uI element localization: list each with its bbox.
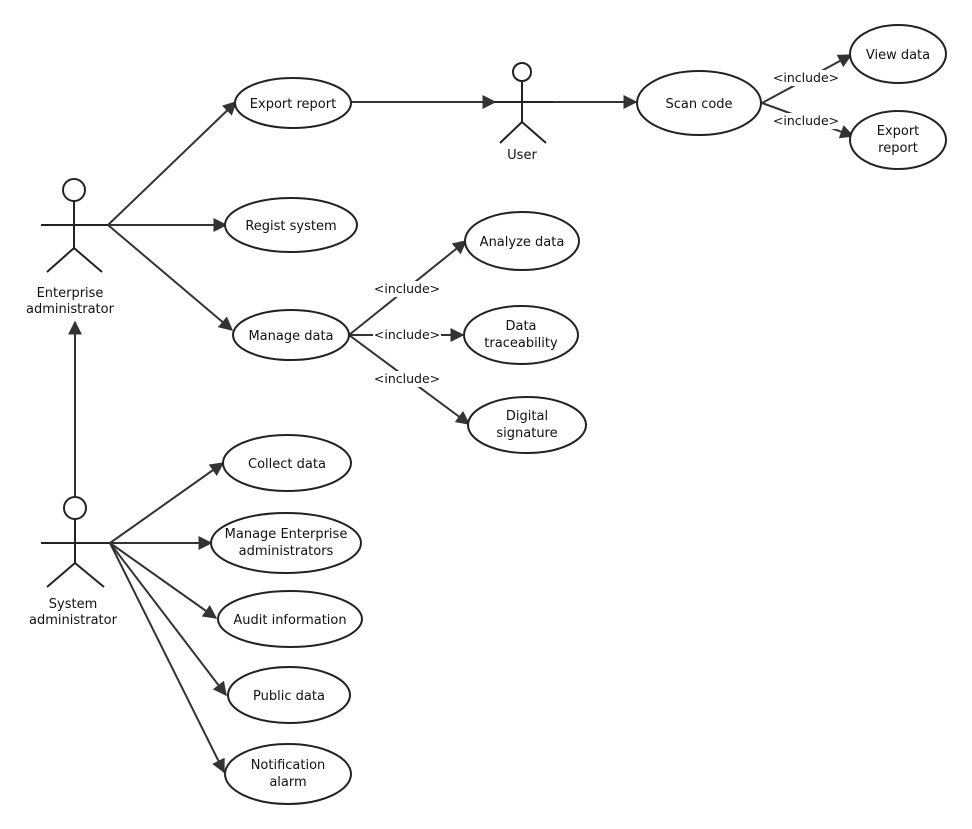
- use-case-manage-data[interactable]: Manage data: [232, 309, 350, 361]
- include-label-traceability: <include>: [374, 327, 440, 342]
- include-label-analyze: <include>: [374, 281, 440, 296]
- edge-system-to-notification: [109, 542, 225, 774]
- include-labels: <include> <include> <include> <include> …: [373, 70, 840, 387]
- edge-enterprise-to-manage-data: [107, 224, 234, 331]
- use-case-label: Scan code: [665, 97, 732, 112]
- actor-label-line1: System: [49, 597, 97, 612]
- actor-label-line1: Enterprise: [37, 286, 104, 301]
- use-case-label: View data: [866, 48, 930, 63]
- use-case-label-line1: Manage Enterprise: [225, 527, 348, 542]
- use-case-analyze-data[interactable]: Analyze data: [464, 211, 580, 271]
- use-case-label: Analyze data: [480, 235, 565, 250]
- edge-system-to-public-data: [109, 542, 227, 697]
- actor-label: User: [507, 148, 537, 163]
- use-case-manage-enterprise-admins[interactable]: Manage Enterprise administrators: [210, 512, 362, 574]
- use-case-export-report-user[interactable]: Export report: [849, 110, 947, 170]
- use-case-label-line2: administrators: [239, 544, 334, 559]
- actor-system-administrator[interactable]: System administrator: [29, 496, 118, 628]
- include-label-view-data: <include>: [773, 70, 839, 85]
- use-case-export-report[interactable]: Export report: [234, 77, 352, 129]
- include-label-signature: <include>: [374, 371, 440, 386]
- edges: [68, 54, 855, 774]
- use-case-label-line1: Data: [505, 319, 536, 334]
- use-case-public-data[interactable]: Public data: [227, 666, 351, 724]
- actor-label-line2: administrator: [26, 302, 115, 317]
- use-case-label: Audit information: [233, 613, 346, 628]
- edge-system-to-audit: [109, 542, 218, 619]
- use-case-label: Collect data: [248, 457, 326, 472]
- use-case-view-data[interactable]: View data: [849, 24, 947, 84]
- actor-head-icon: [63, 496, 87, 520]
- use-case-label-line1: Digital: [506, 409, 548, 424]
- include-label-export-report: <include>: [773, 113, 839, 128]
- use-case-label-line2: alarm: [269, 775, 306, 790]
- actor-label-line2: administrator: [29, 613, 118, 628]
- use-case-label-line1: Notification: [251, 758, 326, 773]
- use-case-label: Public data: [253, 689, 325, 704]
- actor-user[interactable]: User: [495, 62, 553, 163]
- use-case-label: Regist system: [245, 219, 336, 234]
- use-case-digital-signature[interactable]: Digital signature: [467, 396, 587, 454]
- use-case-scan-code[interactable]: Scan code: [636, 70, 762, 136]
- actor-enterprise-administrator[interactable]: Enterprise administrator: [26, 178, 115, 317]
- use-case-collect-data[interactable]: Collect data: [222, 434, 352, 492]
- use-case-regist-system[interactable]: Regist system: [224, 197, 358, 253]
- actor-head-icon: [512, 62, 532, 82]
- use-case-label-line1: Export: [877, 124, 920, 139]
- use-case-label-line2: signature: [496, 426, 557, 441]
- use-case-data-traceability[interactable]: Data traceability: [463, 305, 579, 365]
- use-case-label-line2: report: [878, 141, 918, 156]
- use-case-label: Manage data: [248, 329, 333, 344]
- use-case-label: Export report: [250, 97, 336, 112]
- use-case-notification-alarm[interactable]: Notification alarm: [224, 743, 352, 805]
- use-case-label-line2: traceability: [484, 336, 558, 351]
- actor-head-icon: [62, 178, 86, 202]
- edge-system-to-collect-data: [109, 462, 225, 544]
- use-case-audit-information[interactable]: Audit information: [217, 590, 363, 648]
- edge-enterprise-to-export-report: [107, 101, 238, 226]
